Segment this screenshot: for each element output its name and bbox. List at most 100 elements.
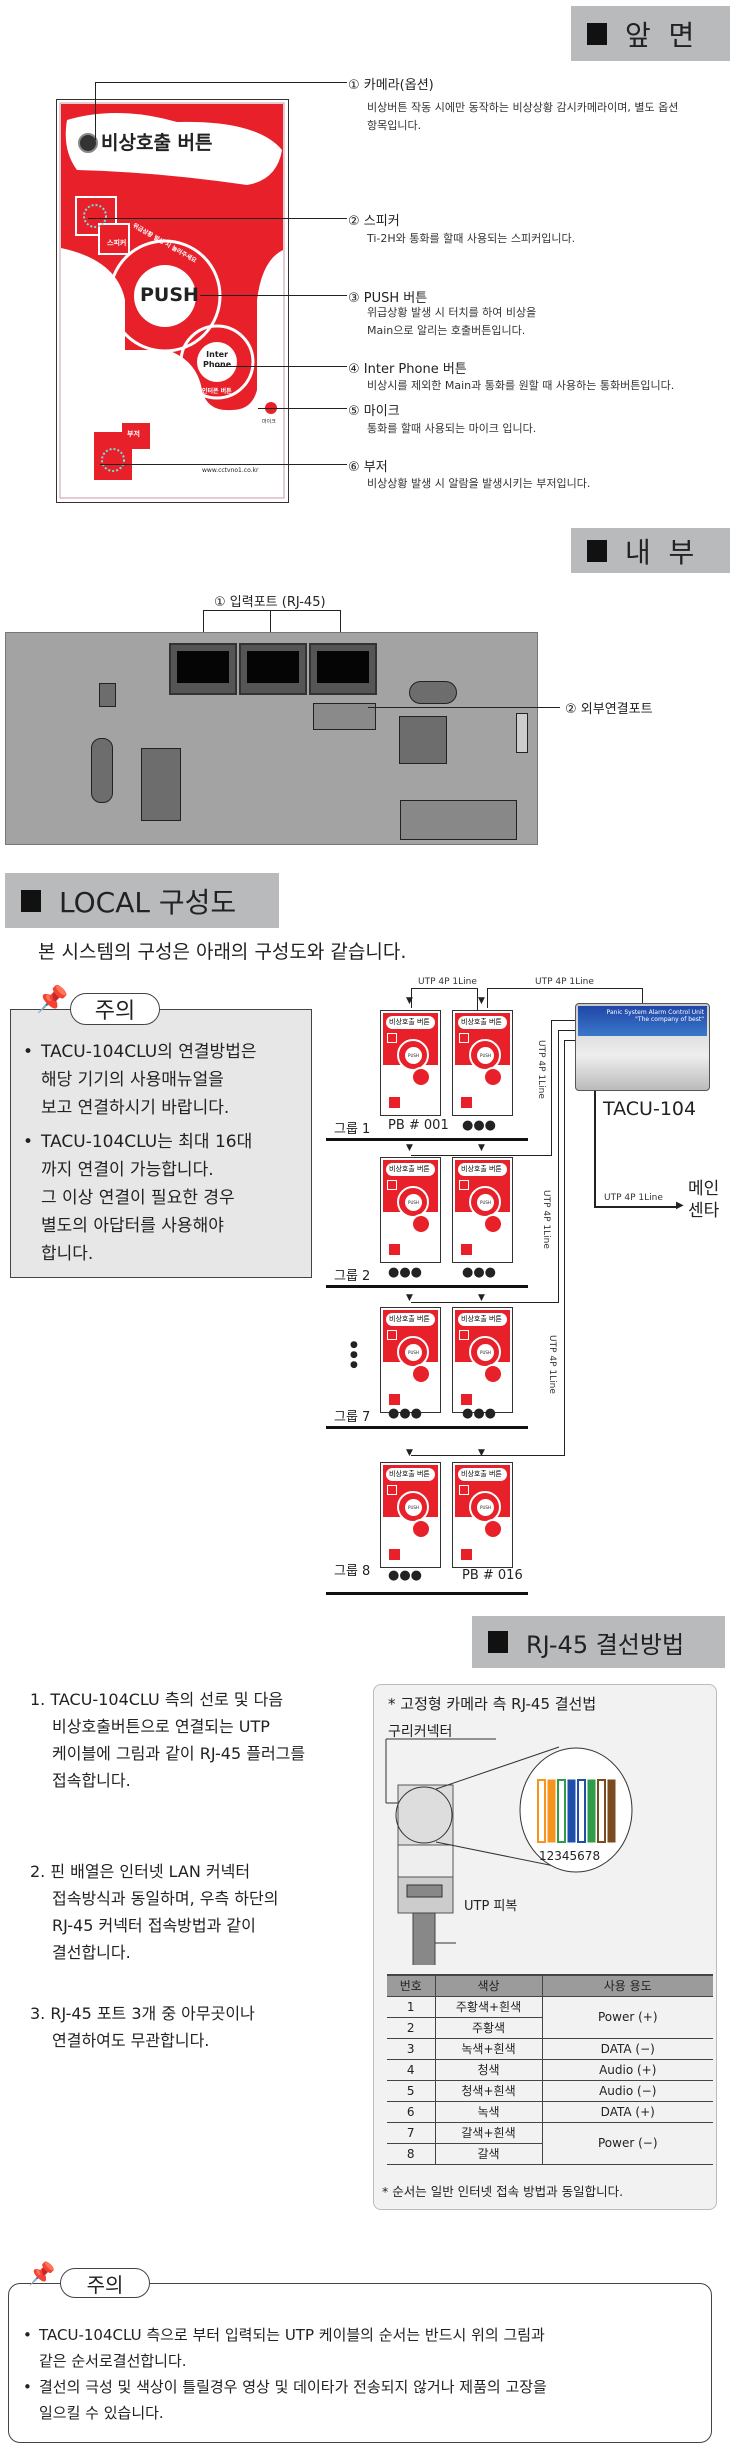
caution-bullet: • bbox=[23, 1132, 34, 1152]
copper-connector-label: 구리커넥터 bbox=[388, 1724, 453, 1740]
text-line: 접속방식과 동일하며, 우측 하단의 bbox=[52, 1889, 279, 1908]
push-button[interactable]: PUSH bbox=[140, 284, 199, 306]
text-line: 결선합니다. bbox=[52, 1943, 131, 1962]
buzzer-icon bbox=[461, 1244, 472, 1255]
rj45-port bbox=[239, 643, 307, 695]
desc-line: Main으로 알리는 호출버튼입니다. bbox=[367, 324, 526, 337]
text-line: 케이블에 그림과 같이 RJ-45 플러그를 bbox=[52, 1744, 306, 1763]
desc-line: 비상버튼 작동 시에만 동작하는 비상상황 감시카메라이며, 별도 옵션 bbox=[367, 101, 679, 114]
text-line: 접속합니다. bbox=[52, 1771, 131, 1790]
cable-line bbox=[594, 1091, 596, 1207]
text-line: 일으킬 수 있습니다. bbox=[39, 2404, 164, 2422]
wire-color: 녹색 bbox=[434, 2101, 542, 2123]
arrow-down-icon: ▼ bbox=[478, 1448, 485, 1458]
tacu-104-unit: Panic System Alarm Control Unit"The comp… bbox=[575, 1003, 710, 1091]
group-divider bbox=[326, 1426, 528, 1429]
interphone-ring bbox=[483, 1214, 503, 1234]
text-line: 결선의 극성 및 색상이 틀릴경우 영상 및 데이타가 전송되지 않거나 제품의… bbox=[39, 2378, 547, 2396]
group-right-label: ●●● bbox=[462, 1265, 497, 1280]
caution-text: 결선의 극성 및 색상이 틀릴경우 영상 및 데이타가 전송되지 않거나 제품의… bbox=[39, 2374, 547, 2426]
square-icon bbox=[21, 889, 41, 912]
interphone-ring bbox=[483, 1067, 503, 1087]
pin-number: 7 bbox=[387, 2122, 435, 2144]
leader-line bbox=[95, 82, 347, 83]
arrow-down-icon: ▼ bbox=[406, 1448, 413, 1458]
external-port bbox=[313, 703, 376, 730]
buzzer-icon bbox=[389, 1549, 400, 1560]
mini-push: PUSH bbox=[405, 1344, 422, 1361]
callout-desc: 위급상황 발생 시 터치를 하여 비상을 Main으로 알리는 호출버튼입니다. bbox=[367, 304, 536, 340]
mini-push: PUSH bbox=[405, 1499, 422, 1516]
crystal bbox=[91, 738, 113, 803]
mini-title: 비상호출 버튼 bbox=[386, 1163, 435, 1176]
cable-line bbox=[411, 988, 477, 989]
panel-url: www.cctvno1.co.kr bbox=[202, 467, 259, 474]
callout-title: ⑤ 마이크 bbox=[348, 404, 400, 419]
arrow-down-icon: ▼ bbox=[478, 1293, 485, 1303]
table-note: * 순서는 일반 인터넷 접속 방법과 동일합니다. bbox=[382, 2184, 624, 2199]
text-line: TACU-104CLU의 연결방법은 bbox=[41, 1042, 257, 1062]
terminal-block bbox=[400, 800, 517, 840]
bracket-line bbox=[340, 610, 341, 644]
panel-title: 비상호출 버튼 bbox=[101, 132, 213, 154]
wire-color: 갈색 bbox=[434, 2143, 542, 2165]
interphone-ring bbox=[483, 1364, 503, 1384]
group-left-label: PB # 001 bbox=[388, 1118, 449, 1133]
header-text: RJ-45 결선방법 bbox=[526, 1630, 685, 1659]
section-header-local: LOCAL 구성도 bbox=[5, 873, 279, 928]
col-header: 사용 용도 bbox=[541, 1974, 713, 1997]
callout-desc: 비상시를 제외한 Main과 통화를 원할 때 사용하는 통화버튼입니다. bbox=[367, 377, 674, 395]
ic-chip bbox=[99, 683, 116, 707]
callout-title: ④ Inter Phone 버튼 bbox=[348, 362, 467, 377]
speaker-icon bbox=[387, 1330, 397, 1340]
interphone-ring bbox=[411, 1519, 431, 1539]
speaker-icon bbox=[459, 1033, 469, 1043]
bracket-line bbox=[203, 610, 204, 644]
callout-desc: 비상상황 발생 시 알람을 발생시키는 부저입니다. bbox=[367, 475, 590, 493]
bracket-line bbox=[270, 610, 271, 644]
banner-subtext: "The company of best" bbox=[635, 1016, 704, 1023]
pushpin-icon: 📌 bbox=[28, 2262, 56, 2287]
pin-use: DATA (+) bbox=[541, 2101, 713, 2123]
mini-title: 비상호출 버튼 bbox=[458, 1313, 507, 1326]
cable-line bbox=[411, 988, 412, 1008]
pin-number: 3 bbox=[387, 2038, 435, 2060]
desc-line: 위급상황 발생 시 터치를 하여 비상을 bbox=[367, 306, 537, 319]
group-label: 그룹 8 bbox=[334, 1564, 371, 1579]
speaker-icon bbox=[387, 1180, 397, 1190]
leader-line bbox=[258, 408, 347, 409]
text-line: 별도의 아답터를 사용해야 bbox=[41, 1216, 224, 1236]
group-left-label: ●●● bbox=[388, 1568, 423, 1583]
wire-color: 녹색+흰색 bbox=[434, 2038, 542, 2060]
text-line: 3. RJ-45 포트 3개 중 아무곳이나 bbox=[30, 2004, 255, 2023]
pin-use: Audio (+) bbox=[541, 2059, 713, 2081]
arrow-down-icon: ▼ bbox=[406, 996, 413, 1006]
text-line: 보고 연결하시기 바랍니다. bbox=[41, 1098, 230, 1118]
caution-bullet: • bbox=[23, 1042, 34, 1062]
buzzer-icon bbox=[389, 1244, 400, 1255]
rj45-wiring-box: * 고정형 카메라 측 RJ-45 결선법 구리커넥터 12345678 UTP… bbox=[373, 1684, 717, 2210]
speaker-icon bbox=[459, 1180, 469, 1190]
caution-box-2: • TACU-104CLU 측으로 부터 입력되는 UTP 케이블의 순서는 반… bbox=[8, 2283, 712, 2443]
cable-line bbox=[558, 1030, 559, 1302]
rj45-plug-illustration bbox=[385, 1738, 633, 1965]
utp-label: UTP 4P 1Line bbox=[535, 977, 594, 987]
interphone-ring bbox=[411, 1067, 431, 1087]
wire-2 bbox=[547, 1779, 556, 1843]
group-left-label: ●●● bbox=[388, 1406, 423, 1421]
mini-title: 비상호출 버튼 bbox=[458, 1016, 507, 1029]
wire-6 bbox=[587, 1779, 596, 1843]
utp-label: UTP 4P 1Line bbox=[604, 1193, 663, 1203]
text-line: TACU-104CLU 측으로 부터 입력되는 UTP 케이블의 순서는 반드시… bbox=[39, 2326, 545, 2344]
